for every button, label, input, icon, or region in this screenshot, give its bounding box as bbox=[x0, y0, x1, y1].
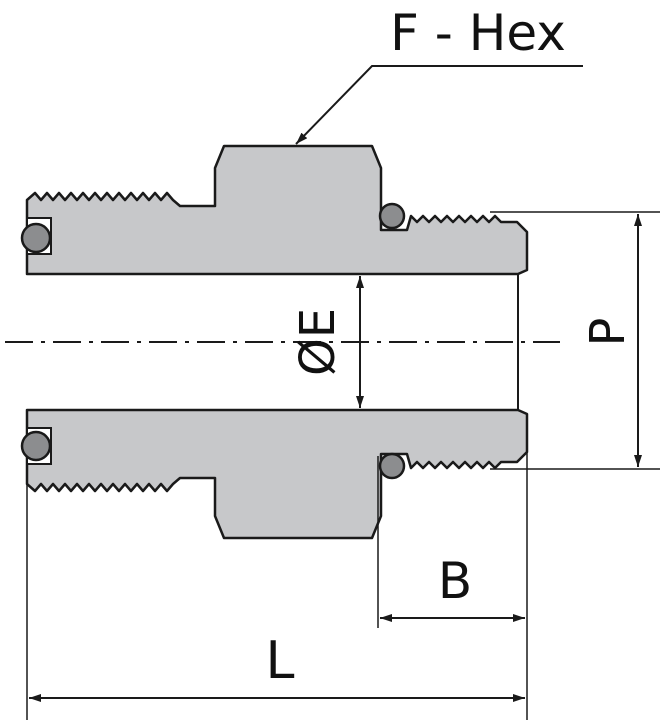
lower-wall bbox=[25, 408, 529, 540]
oring-right-bottom bbox=[378, 452, 406, 480]
hex-label: F - Hex bbox=[390, 4, 566, 62]
upper-wall bbox=[25, 144, 529, 276]
b-label: B bbox=[438, 552, 472, 610]
l-label: L bbox=[266, 631, 295, 691]
oring-right-top bbox=[378, 202, 406, 230]
oring-left-top bbox=[20, 222, 52, 254]
p-label: P bbox=[580, 318, 636, 347]
oring-left-bottom bbox=[20, 430, 52, 462]
diameter-label: ØE bbox=[290, 308, 346, 376]
hex-leader-line bbox=[295, 65, 583, 145]
